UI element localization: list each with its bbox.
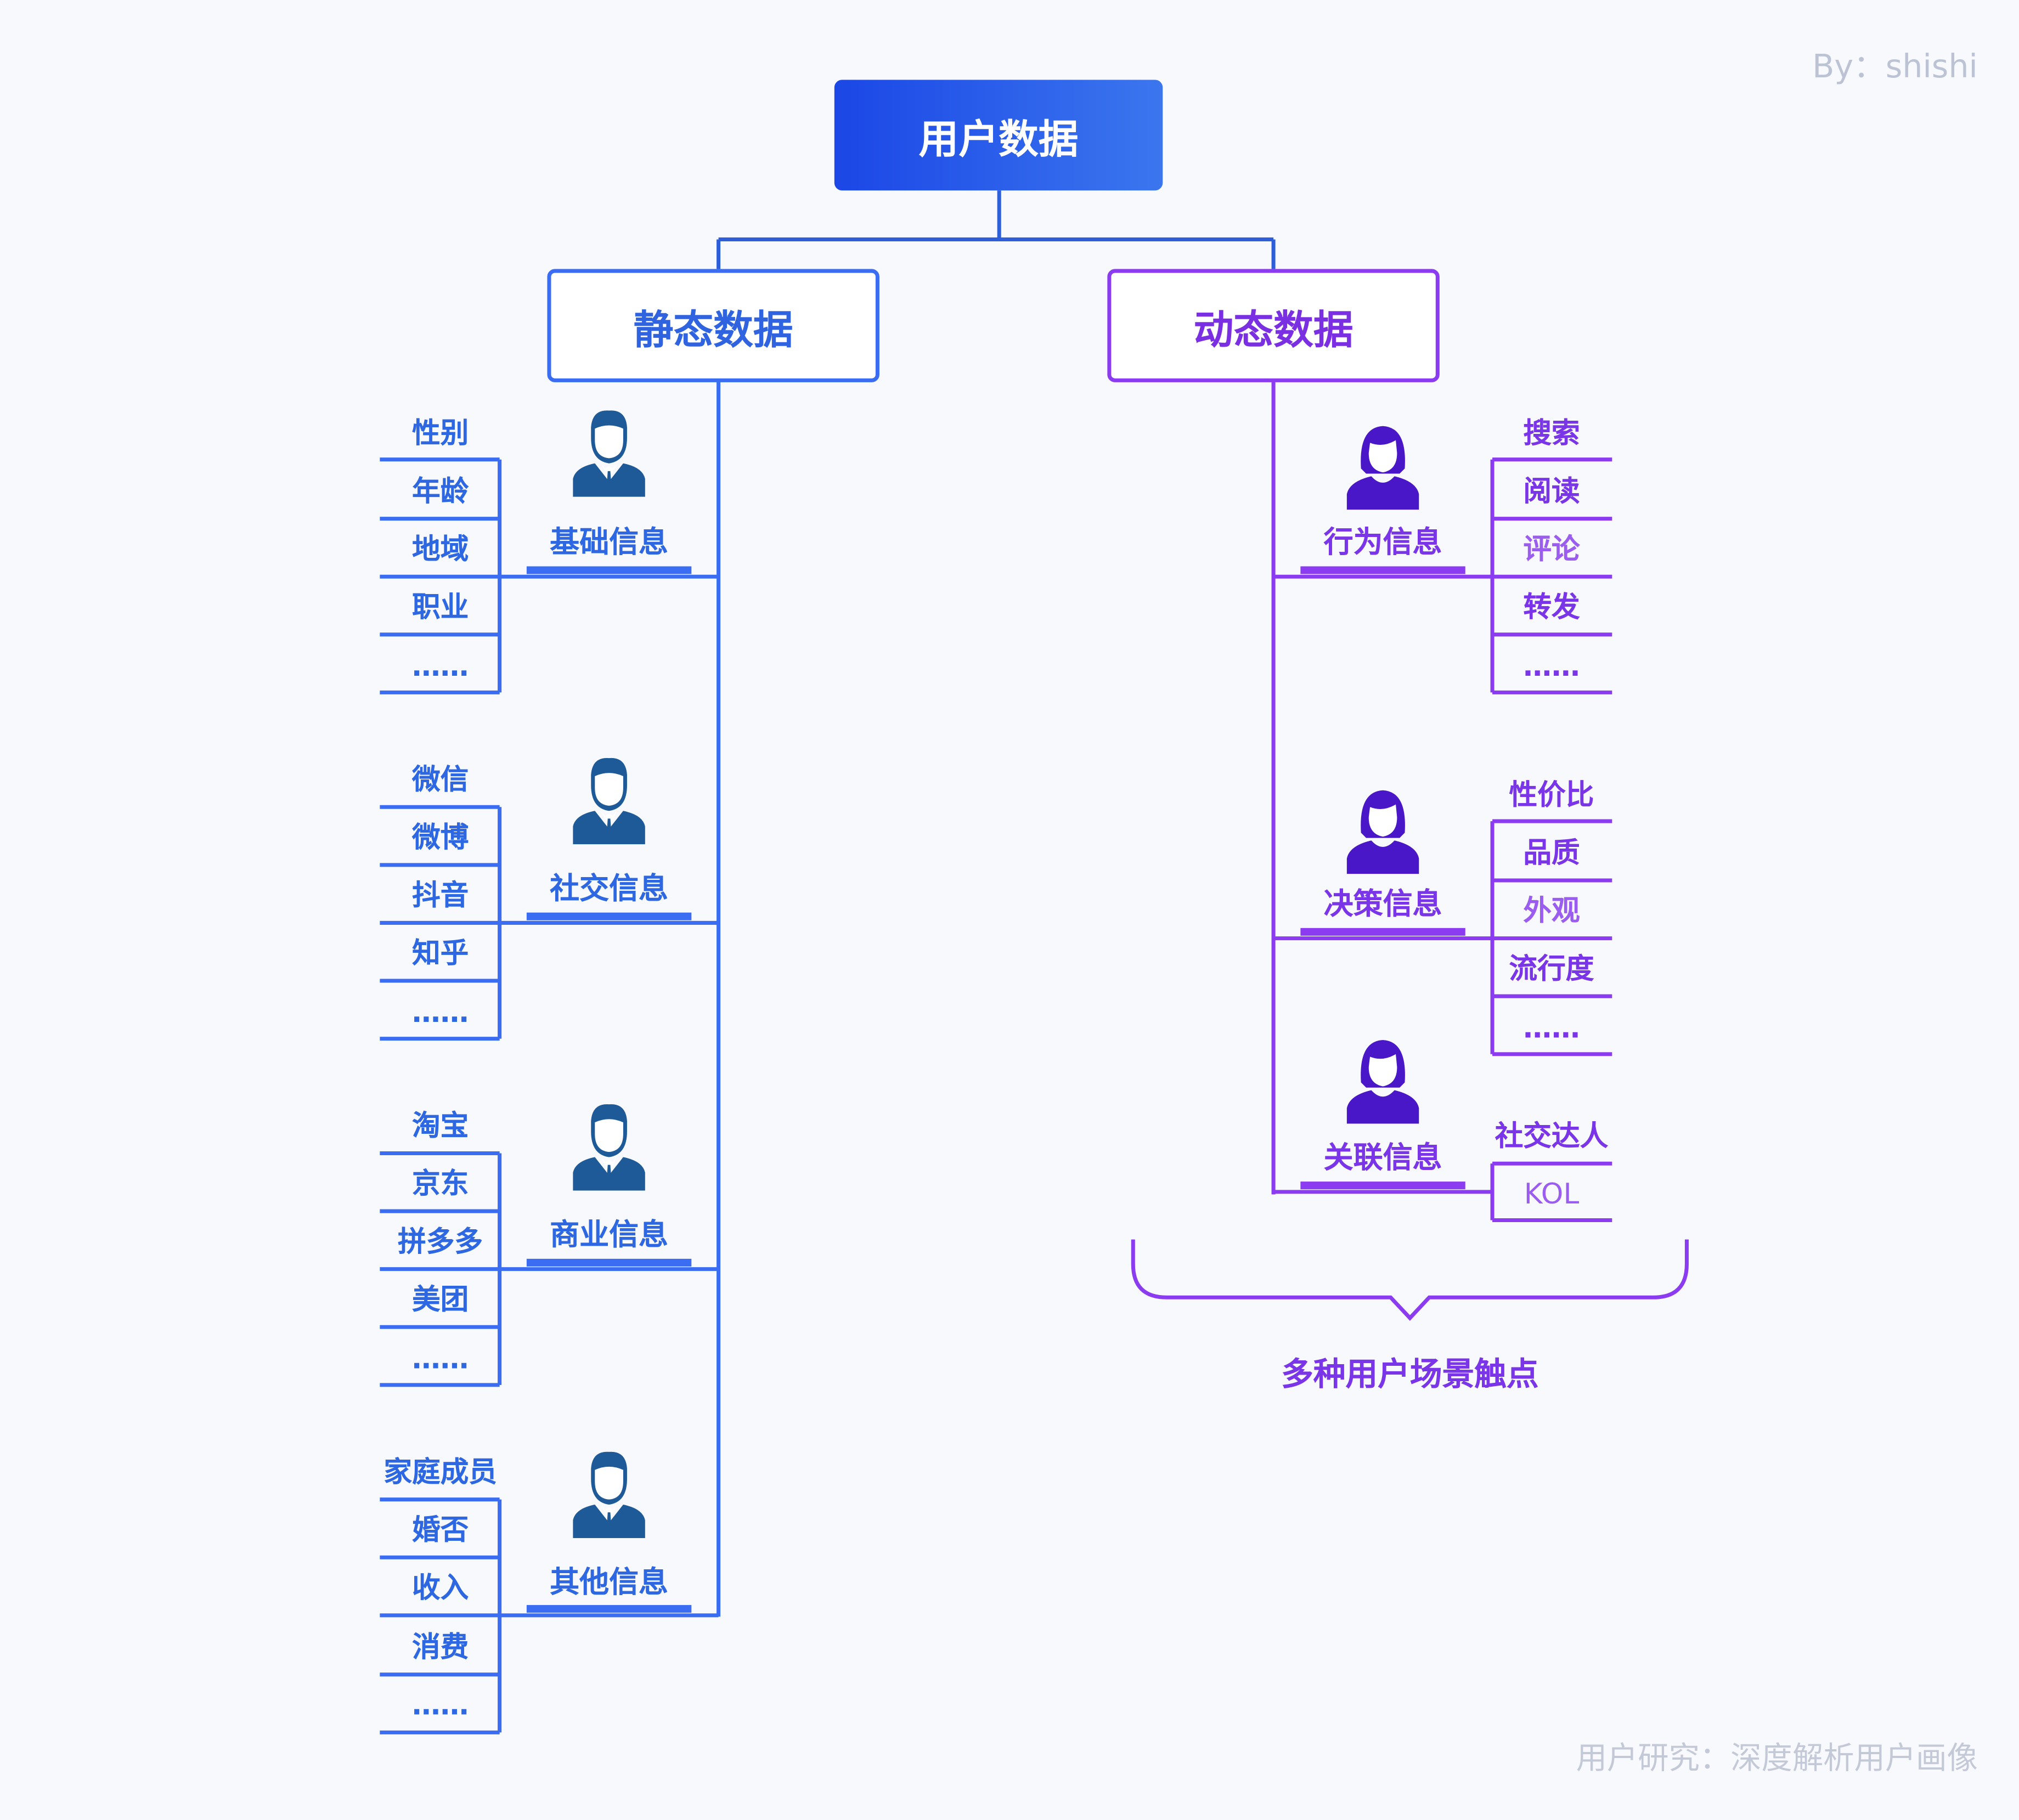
female-user-icon bbox=[1343, 1036, 1423, 1124]
group-label-decision: 决策信息 bbox=[1323, 888, 1442, 922]
leaf-item: …… bbox=[1523, 651, 1580, 683]
female-user-icon bbox=[1343, 422, 1423, 510]
female-user-icon bbox=[1343, 787, 1423, 874]
leaf-item: 微信 bbox=[411, 764, 469, 797]
leaf-item: 抖音 bbox=[411, 880, 469, 913]
leaf-item: 家庭成员 bbox=[384, 1457, 497, 1489]
leaf-item: 性价比 bbox=[1509, 779, 1594, 812]
leaf-item: 拼多多 bbox=[398, 1226, 483, 1259]
leaf-item: …… bbox=[412, 1689, 469, 1722]
leaf-item: 品质 bbox=[1523, 838, 1580, 871]
leaf-item: 消费 bbox=[411, 1632, 469, 1665]
leaf-item: …… bbox=[412, 997, 469, 1030]
male-user-icon bbox=[569, 1103, 649, 1191]
leaf-item: …… bbox=[1523, 1013, 1580, 1045]
group-label-commerce: 商业信息 bbox=[550, 1219, 669, 1253]
leaf-item: 流行度 bbox=[1509, 953, 1594, 986]
leaf-item: 微博 bbox=[411, 822, 469, 855]
footer-caption: 用户研究：深度解析用户画像 bbox=[1576, 1740, 1978, 1777]
group-label-behavior: 行为信息 bbox=[1323, 526, 1442, 560]
male-user-icon bbox=[569, 757, 649, 845]
static-data-node: 静态数据 bbox=[547, 269, 879, 382]
leaf-item: 社交达人 bbox=[1494, 1121, 1609, 1154]
male-user-icon bbox=[569, 409, 649, 497]
leaf-item: 转发 bbox=[1523, 592, 1580, 625]
leaf-item: 搜索 bbox=[1523, 418, 1580, 451]
dynamic-data-node: 动态数据 bbox=[1107, 269, 1440, 382]
leaf-item: KOL bbox=[1524, 1179, 1580, 1212]
leaf-item: 外观 bbox=[1523, 896, 1580, 928]
leaf-item: 职业 bbox=[411, 592, 469, 625]
leaf-item: 婚否 bbox=[411, 1514, 469, 1547]
group-label-basic: 基础信息 bbox=[550, 526, 669, 560]
leaf-item: 收入 bbox=[411, 1573, 469, 1606]
leaf-item: 京东 bbox=[411, 1168, 469, 1201]
group-label-other: 其他信息 bbox=[550, 1566, 669, 1600]
group-label-relation: 关联信息 bbox=[1323, 1141, 1442, 1175]
leaf-item: …… bbox=[412, 1343, 469, 1376]
leaf-item: 性别 bbox=[411, 418, 469, 451]
leaf-item: 评论 bbox=[1523, 534, 1580, 567]
leaf-item: 地域 bbox=[411, 534, 469, 567]
male-user-icon bbox=[569, 1451, 649, 1539]
attribution-text: By：shishi bbox=[1812, 47, 1978, 85]
leaf-item: …… bbox=[412, 651, 469, 683]
leaf-item: 年龄 bbox=[411, 476, 469, 508]
leaf-item: 阅读 bbox=[1523, 476, 1580, 508]
leaf-item: 美团 bbox=[411, 1284, 469, 1317]
group-label-social: 社交信息 bbox=[550, 872, 669, 906]
leaf-item: 淘宝 bbox=[411, 1111, 469, 1143]
leaf-item: 知乎 bbox=[411, 938, 469, 971]
root-node: 用户数据 bbox=[834, 80, 1163, 191]
touchpoint-label: 多种用户场景触点 bbox=[1281, 1355, 1539, 1393]
